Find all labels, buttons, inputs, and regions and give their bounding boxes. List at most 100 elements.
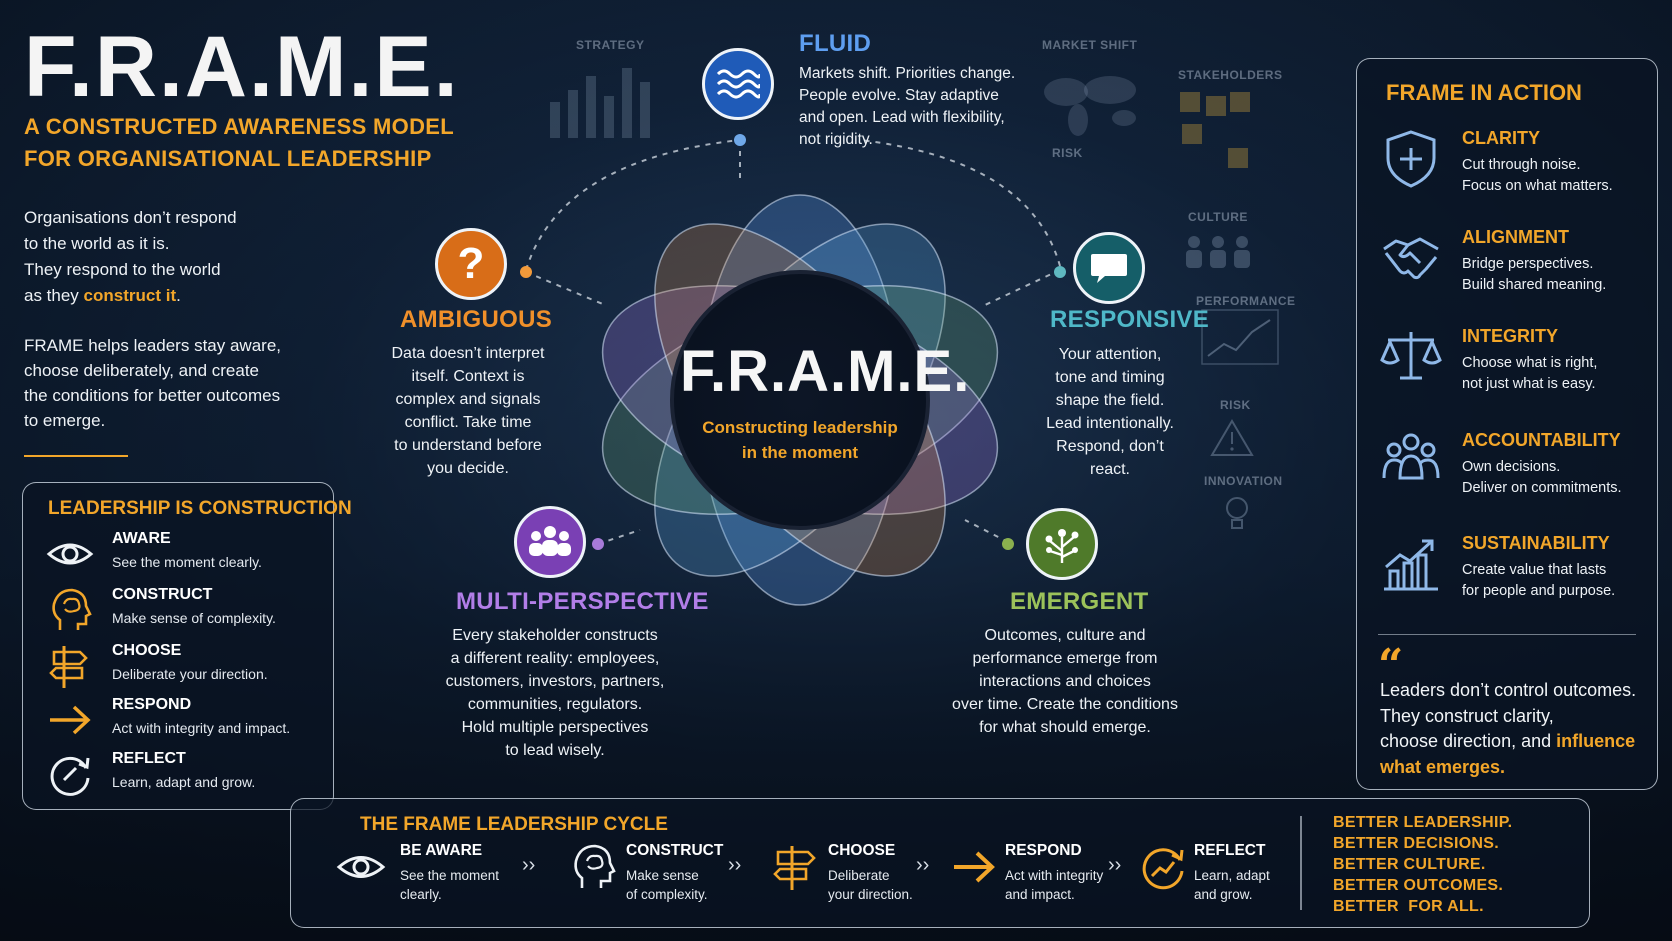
node-fluid <box>702 48 774 120</box>
cycle-step-name: CONSTRUCT <box>626 842 724 859</box>
action-desc-line: Own decisions. <box>1462 459 1561 475</box>
cycle-desc-line: and impact. <box>1005 887 1075 902</box>
quote-divider <box>1378 634 1636 635</box>
quote-line: Leaders don’t control outcomes. <box>1380 680 1637 700</box>
description-line: the conditions for better outcomes <box>24 386 281 405</box>
quote-highlight: influence <box>1556 731 1636 751</box>
leadership-construction-panel <box>22 482 334 810</box>
better-line: BETTER DECISIONS. <box>1333 835 1500 852</box>
better-line: BETTER LEADERSHIP. <box>1333 814 1513 831</box>
responsive-text-line: Respond, don’t <box>1056 438 1164 455</box>
bg-label-stakeholders: STAKEHOLDERS <box>1178 68 1283 82</box>
construction-item-aware: AWARE See the moment clearly. <box>46 530 326 582</box>
ambiguous-title: AMBIGUOUS <box>400 306 553 333</box>
responsive-text-line: tone and timing <box>1055 369 1165 386</box>
brain-head-icon <box>574 844 616 888</box>
multi-text-line: customers, investors, partners, <box>445 673 665 690</box>
action-desc-line: Build shared meaning. <box>1462 277 1607 293</box>
bg-people-icon <box>1186 236 1250 268</box>
better-line: BETTER CULTURE. <box>1333 856 1486 873</box>
action-item-sustainability: SUSTAINABILITY Create value that lasts f… <box>1380 533 1650 613</box>
cycle-desc-line: and grow. <box>1194 887 1253 902</box>
intro-highlight: construct it <box>83 286 177 305</box>
eye-icon <box>336 856 386 878</box>
responsive-text-line: Your attention, <box>1058 346 1162 363</box>
center-subtitle: Constructing leadership in the moment <box>680 415 920 465</box>
cycle-arrow: ›› <box>916 854 930 876</box>
bg-label-risk: RISK <box>1052 146 1083 160</box>
cycle-desc-line: See the moment <box>400 868 500 883</box>
people-group-icon <box>529 526 571 556</box>
node-emergent <box>1026 508 1098 580</box>
cycle-step-be-aware: BE AWARE See the moment clearly. <box>336 838 516 918</box>
multi-perspective-text: Every stakeholder constructs a different… <box>430 624 680 762</box>
frame-description: FRAME helps leaders stay aware, choose d… <box>24 333 344 433</box>
signpost-icon <box>49 646 88 688</box>
multi-perspective-title: MULTI-PERSPECTIVE <box>456 588 709 615</box>
center-subtitle-line: in the moment <box>741 443 859 462</box>
intro-line: as they construct it. <box>24 286 181 305</box>
divider <box>24 455 128 457</box>
action-desc-line: Focus on what matters. <box>1462 178 1613 194</box>
cycle-arrow: ›› <box>1108 854 1122 876</box>
action-desc-line: for people and purpose. <box>1462 583 1616 599</box>
frame-in-action-title: FRAME IN ACTION <box>1386 80 1582 105</box>
multi-text-line: a different reality: employees, <box>450 650 660 667</box>
cycle-divider <box>1300 816 1302 910</box>
responsive-text-line: react. <box>1089 461 1130 478</box>
growth-cycle-icon <box>1142 848 1184 890</box>
action-desc-line: not just what is easy. <box>1462 376 1596 392</box>
ambiguous-text-line: complex and signals <box>395 391 541 408</box>
bg-label-performance: PERFORMANCE <box>1196 294 1296 308</box>
emergent-text-line: over time. Create the conditions <box>952 696 1178 713</box>
tree-icon <box>1045 529 1079 563</box>
construction-item-name: CHOOSE <box>112 642 182 659</box>
leadership-construction-title: LEADERSHIP IS CONSTRUCTION <box>48 498 352 519</box>
bg-label-strategy: STRATEGY <box>576 38 645 52</box>
cycle-arrow: ›› <box>728 854 742 876</box>
action-desc-line: Choose what is right, <box>1462 355 1598 371</box>
intro-line: They respond to the world <box>24 260 221 279</box>
bg-bar-chart-icon <box>550 68 650 138</box>
construction-item-reflect: REFLECT Learn, adapt and grow. <box>46 750 326 802</box>
frame-in-action-panel <box>1356 58 1658 790</box>
arrow-right-icon <box>954 851 995 883</box>
action-item-name: CLARITY <box>1462 128 1540 148</box>
construction-item-name: RESPOND <box>112 696 192 713</box>
arrow-right-icon <box>50 705 91 735</box>
action-item-desc: Create value that lasts for people and p… <box>1462 560 1652 602</box>
construction-item-desc: Make sense of complexity. <box>112 610 276 626</box>
cycle-desc-line: clearly. <box>400 887 442 902</box>
quote-line: They construct clarity, <box>1380 705 1554 726</box>
action-desc-line: Create value that lasts <box>1462 562 1607 578</box>
construction-item-respond: RESPOND Act with integrity and impact. <box>46 696 326 748</box>
cycle-step-construct: CONSTRUCT Make sense of complexity. <box>568 838 748 918</box>
cycle-step-choose: CHOOSE Deliberate your direction. <box>770 838 950 918</box>
construction-item-desc: Deliberate your direction. <box>112 666 268 682</box>
bg-label-culture: CULTURE <box>1188 210 1248 224</box>
cycle-desc-line: Learn, adapt <box>1194 868 1270 883</box>
cycle-step-desc: See the moment clearly. <box>400 866 499 904</box>
node-responsive <box>1073 232 1145 304</box>
team-icon <box>1382 433 1440 480</box>
responsive-text: Your attention, tone and timing shape th… <box>1030 343 1190 481</box>
bg-label-innovation: INNOVATION <box>1204 474 1283 488</box>
action-item-name: ALIGNMENT <box>1462 227 1569 247</box>
main-title: F.R.A.M.E. <box>24 19 460 115</box>
action-item-desc: Choose what is right, not just what is e… <box>1462 353 1652 395</box>
description-line: choose deliberately, and create <box>24 361 260 380</box>
intro-line: Organisations don’t respond <box>24 208 237 227</box>
responsive-title: RESPONSIVE <box>1050 306 1210 333</box>
node-multi-perspective <box>514 506 586 578</box>
speech-bubble-icon <box>1091 254 1127 283</box>
quote-mark: “ <box>1378 640 1404 691</box>
emergent-text-line: interactions and choices <box>979 673 1151 690</box>
cycle-desc-line: Deliberate <box>828 868 890 883</box>
cycle-step-name: REFLECT <box>1194 842 1266 859</box>
cycle-step-reflect: REFLECT Learn, adapt and grow. <box>1138 838 1288 918</box>
subtitle-line-2: FOR ORGANISATIONAL LEADERSHIP <box>24 146 432 171</box>
description-line: to emerge. <box>24 411 106 430</box>
cycle-step-desc: Learn, adapt and grow. <box>1194 866 1270 904</box>
fluid-text-line: People evolve. Stay adaptive <box>799 87 999 104</box>
action-item-name: INTEGRITY <box>1462 326 1559 346</box>
